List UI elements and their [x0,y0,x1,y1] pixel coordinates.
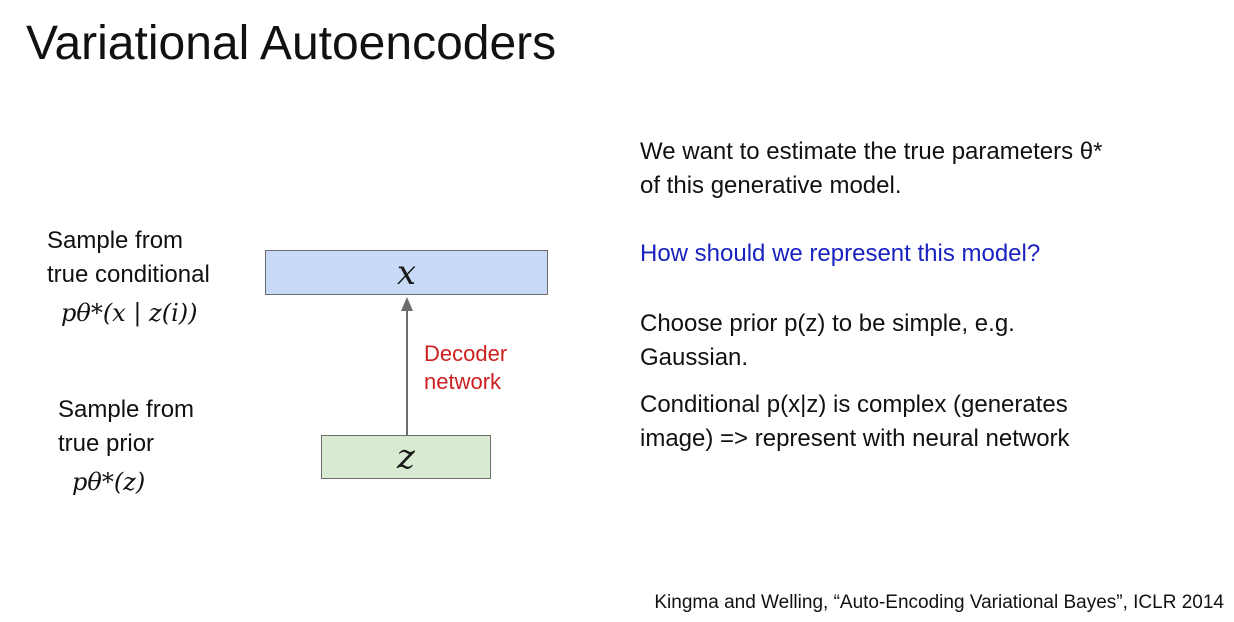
decoder-line-1: Decoder [424,341,508,366]
prior-paragraph-line-1: Choose prior p(z) to be simple, e.g. [640,310,1015,337]
conditional-formula: pθ*(x | z(i)) [61,299,198,327]
conditional-paragraph-line-2: image) => represent with neural network [640,425,1070,452]
conditional-paragraph-line-1: Conditional p(x|z) is complex (generates [640,391,1068,418]
prior-formula: pθ*(z) [72,468,146,496]
prior-paragraph: Choose prior p(z) to be simple, e.g. Gau… [640,307,1200,375]
x-output-box: x [265,250,548,295]
prior-line-2: true prior [58,430,155,457]
prior-annotation: Sample from true prior pθ*(z) [58,393,194,499]
question-paragraph: How should we represent this model? [640,240,1041,267]
prior-paragraph-line-2: Gaussian. [640,344,749,371]
decoder-arrow [401,297,413,437]
z-latent-box: z [321,435,491,479]
conditional-paragraph: Conditional p(x|z) is complex (generates… [640,388,1200,456]
conditional-annotation: Sample from true conditional pθ*(x | z(i… [47,224,210,330]
conditional-line-2: true conditional [47,261,210,288]
decoder-line-2: network [424,369,502,394]
goal-line-1: We want to estimate the true parameters … [640,138,1103,165]
z-box-label: z [397,437,415,477]
x-box-label: x [396,252,417,293]
conditional-line-1: Sample from [47,227,184,254]
slide-title: Variational Autoencoders [26,17,557,70]
goal-line-2: of this generative model. [640,172,902,199]
citation: Kingma and Welling, “Auto-Encoding Varia… [654,592,1224,613]
decoder-network-label: Decoder network [424,340,507,396]
prior-line-1: Sample from [58,396,195,423]
goal-paragraph: We want to estimate the true parameters … [640,135,1200,203]
